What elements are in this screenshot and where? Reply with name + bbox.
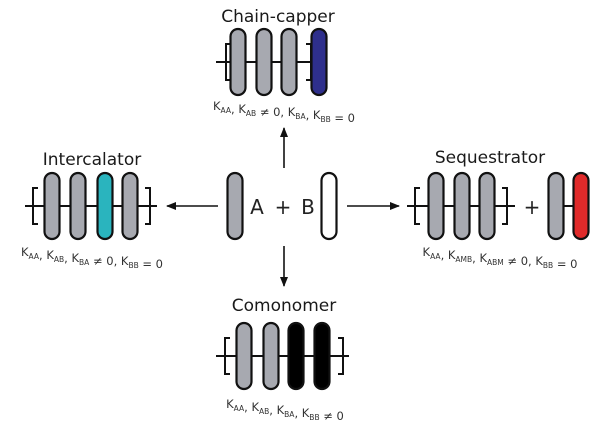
sequestrator-unit-a	[478, 171, 496, 241]
chain-capper-unit-a	[229, 27, 247, 97]
monomer-a	[226, 171, 244, 241]
intercalator-left-bracket	[32, 187, 38, 225]
sequestrator-unit-a	[453, 171, 471, 241]
comonomer-left-bracket	[224, 337, 230, 375]
chain-capper-left-bracket	[225, 43, 231, 81]
sequestrator-polymer	[407, 171, 590, 241]
intercalator-title: Intercalator	[43, 150, 142, 170]
intercalator-unit-a	[43, 171, 61, 241]
chain-capper-unit-a	[255, 27, 273, 97]
sequestrator-plus-sign: +	[524, 195, 541, 219]
comonomer-unit-comonomer	[287, 321, 305, 391]
sequestrator-left-bracket	[414, 187, 420, 225]
intercalator-unit-a	[121, 171, 139, 241]
chain-capper-polymer	[216, 27, 328, 97]
intercalator-right-bracket	[145, 187, 151, 225]
monomer-b	[320, 171, 338, 241]
comonomer-unit-a	[262, 321, 280, 391]
monomer-a-label: A	[250, 195, 264, 219]
chain-capper-title: Chain-capper	[221, 7, 335, 27]
sequestrator-title: Sequestrator	[435, 148, 545, 168]
comonomer-equation: KAA, KAB, KBA, KBB ≠ 0	[226, 397, 344, 423]
monomer-b-label: B	[301, 195, 315, 219]
sequestrator-dimer-unit-sequestrator	[572, 171, 590, 241]
comonomer-title: Comonomer	[232, 296, 336, 316]
sequestrator-equation: KAA, KAMB, KABM ≠ 0, KBB = 0	[423, 245, 578, 271]
chain-capper-unit-a	[280, 27, 298, 97]
plus-sign: +	[275, 195, 292, 219]
comonomer-polymer	[216, 321, 349, 391]
intercalator-polymer	[25, 171, 157, 241]
chain-capper-equation: KAA, KAB ≠ 0, KBA, KBB = 0	[213, 99, 355, 125]
comonomer-unit-a	[235, 321, 253, 391]
sequestrator-unit-a	[427, 171, 445, 241]
monomers-a-plus-b	[226, 171, 338, 241]
intercalator-equation: KAA, KAB, KBA ≠ 0, KBB = 0	[21, 245, 163, 271]
sequestrator-right-bracket	[502, 187, 508, 225]
comonomer-unit-comonomer	[313, 321, 331, 391]
intercalator-unit-a	[69, 171, 87, 241]
intercalator-unit-intercalator	[96, 171, 114, 241]
comonomer-right-bracket	[338, 337, 344, 375]
chain-capper-unit-capper	[310, 27, 328, 97]
sequestrator-dimer-unit-a	[547, 171, 565, 241]
